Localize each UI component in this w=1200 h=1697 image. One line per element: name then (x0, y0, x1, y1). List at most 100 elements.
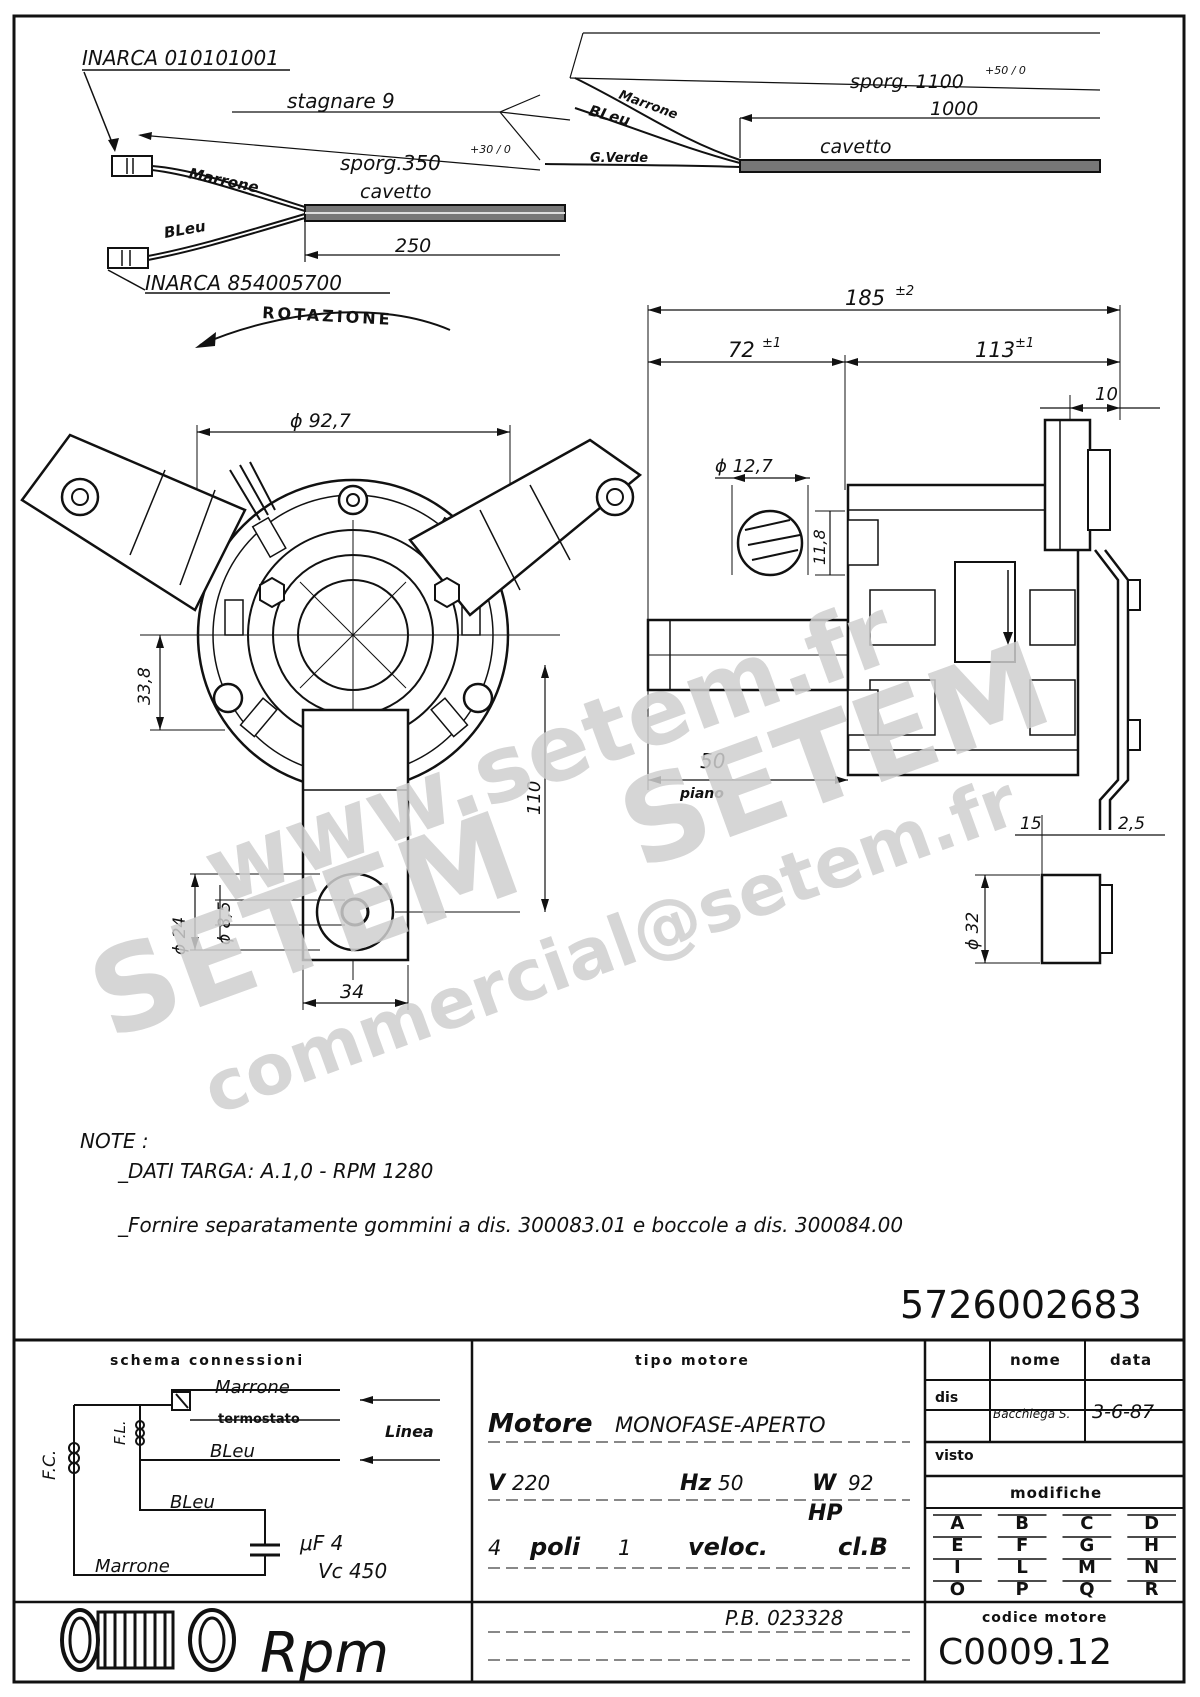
part-number: 5726002683 (900, 1283, 1142, 1327)
dim-33-8: 33,8 (135, 667, 155, 705)
cavetto-right-label: cavetto (820, 136, 892, 158)
notes-line-2: _Fornire separatamente gommini a dis. 30… (117, 1213, 903, 1237)
gverde-right-label: G.Verde (590, 151, 648, 166)
schema-linea: Linea (385, 1422, 434, 1441)
dim-phi-92-7: ϕ 92,7 (290, 410, 351, 432)
stagnare-label: stagnare 9 (287, 89, 395, 113)
schema-title: schema connessioni (110, 1353, 304, 1369)
tipo-cl-label: cl.B (838, 1533, 888, 1561)
modifica-letter-h: H (1144, 1535, 1159, 1556)
tipo-v-value: 220 (512, 1471, 550, 1495)
modifica-letter-f: F (1016, 1535, 1028, 1556)
connection-schematic (68, 1389, 440, 1576)
dis-label: dis (935, 1390, 958, 1406)
dim-113-tol: ±1 (1015, 336, 1034, 351)
piano-label: piano (679, 786, 724, 802)
schema-fl: F.L. (111, 1420, 129, 1445)
tipo-poli-label: poli (529, 1533, 581, 1561)
modifica-letter-r: R (1145, 1579, 1159, 1600)
modifica-letter-e: E (951, 1535, 963, 1556)
modifica-letter-b: B (1015, 1513, 1029, 1534)
tipo-vel-value: 1 (618, 1536, 631, 1560)
bleu-left-label: BLeu (163, 217, 208, 242)
dimension-lines: 185 ±2 72 ±1 113 ±1 10 (647, 284, 1160, 790)
codice-title: codice motore (982, 1610, 1107, 1626)
tipo-v-label: V (488, 1471, 507, 1496)
modifica-letter-i: I (954, 1557, 961, 1578)
wiring-diagram: INARCA 010101001 Marrone BLeu cavetto 25… (82, 32, 1101, 348)
modifica-letter-n: N (1144, 1557, 1159, 1578)
modifica-letter-c: C (1080, 1513, 1093, 1534)
marrone-left-label: Marrone (187, 164, 260, 196)
sporg-350-tol: +30 / 0 (470, 143, 511, 156)
dim-15: 15 (1020, 814, 1042, 834)
schema-bleu-bottom: BLeu (170, 1492, 215, 1513)
dim-10: 10 (1095, 384, 1118, 405)
dim-113: 113 (975, 338, 1015, 362)
data-header: data (1110, 1351, 1152, 1369)
motor-side-view: ϕ 12,7 11,8 (646, 418, 1165, 965)
dim-1000: 1000 (930, 98, 978, 120)
tipo-monofase: MONOFASE-APERTO (615, 1413, 826, 1437)
modifiche-title: modifiche (1010, 1484, 1102, 1502)
sporg-350: sporg.350 (340, 151, 441, 175)
tipo-hp: HP (808, 1501, 843, 1526)
dim-34: 34 (340, 981, 364, 1003)
tipo-poli-value: 4 (488, 1536, 501, 1560)
modifica-letter-g: G (1080, 1535, 1095, 1556)
tipo-w-value: 92 (848, 1471, 873, 1495)
modifica-letter-a: A (950, 1513, 964, 1534)
logo-text: Rpm (260, 1621, 389, 1686)
inarca-top-label: INARCA 010101001 (82, 46, 279, 70)
modifica-letter-p: P (1015, 1579, 1028, 1600)
notes-heading: NOTE : (80, 1129, 149, 1153)
codice-value: C0009.12 (938, 1632, 1112, 1673)
schema-bleu-top: BLeu (210, 1441, 255, 1462)
tipo-title: tipo motore (635, 1353, 750, 1369)
schema-marrone-bottom: Marrone (95, 1556, 170, 1577)
sheet-border (12, 14, 1186, 1684)
connector-bottom (107, 247, 149, 269)
schema-marrone-top: Marrone (215, 1377, 290, 1398)
cavetto-left-label: cavetto (360, 181, 432, 203)
nome-header: nome (1010, 1351, 1061, 1369)
rotazione-label: ROTAZIONE (262, 303, 393, 329)
connector-top (111, 155, 153, 177)
dim-11-8: 11,8 (810, 529, 829, 565)
tipo-motore: Motore (488, 1409, 592, 1439)
dim-185: 185 (845, 286, 885, 310)
tipo-hz-value: 50 (718, 1471, 743, 1495)
modifica-letter-m: M (1078, 1557, 1096, 1578)
modifica-letter-l: L (1016, 1557, 1027, 1578)
tipo-pb: P.B. 023328 (725, 1606, 843, 1630)
sporg-1100: sporg. 1100 (850, 71, 964, 93)
tipo-vel-label: veloc. (688, 1533, 768, 1561)
modifica-letter-d: D (1144, 1513, 1159, 1534)
dim-185-tol: ±2 (895, 284, 914, 299)
tipo-hz-label: Hz (680, 1471, 711, 1496)
shaft-section (736, 509, 804, 577)
sporg-1100-tol: +50 / 0 (985, 64, 1026, 77)
rpm-logo: Rpm (60, 1608, 389, 1686)
tipo-w-label: W (812, 1471, 838, 1496)
rear-boss (1040, 873, 1102, 965)
dis-data: 3-6-87 (1092, 1401, 1154, 1423)
modifica-letter-o: O (950, 1579, 965, 1600)
dim-72: 72 (728, 338, 755, 362)
dim-50: 50 (700, 749, 725, 773)
schema-termostato: termostato (218, 1412, 300, 1427)
motor-front-view: ϕ 92,7 (20, 410, 643, 1010)
schema-uf: μF 4 (299, 1531, 343, 1555)
dim-phi-32: ϕ 32 (963, 912, 983, 950)
schema-vc: Vc 450 (318, 1559, 387, 1583)
schema-fc: F.C. (40, 1450, 60, 1480)
cavetto-right (739, 159, 1101, 173)
dim-phi-8-5: ϕ 8,5 (215, 901, 235, 945)
notes: NOTE : _DATI TARGA: A.1,0 - RPM 1280 _Fo… (80, 1129, 903, 1237)
visto-label: visto (935, 1448, 974, 1464)
dis-nome: Bacchiega S. (993, 1407, 1070, 1421)
dim-72-tol: ±1 (762, 336, 781, 351)
inarca-bottom-label: INARCA 854005700 (145, 271, 342, 295)
